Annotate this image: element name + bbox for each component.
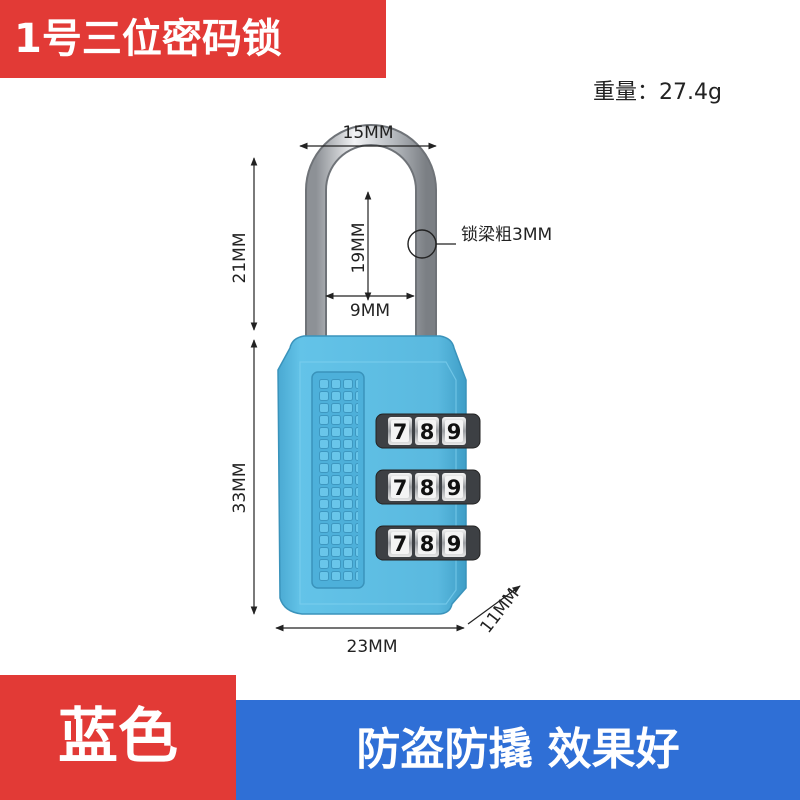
shackle-thickness-label: 锁梁粗3MM xyxy=(461,225,552,245)
dial-digit: 9 xyxy=(447,532,462,556)
dial-face xyxy=(445,532,463,554)
dial-digit: 9 xyxy=(447,420,462,444)
shackle xyxy=(305,124,437,345)
dial-face xyxy=(418,532,436,554)
dial-face xyxy=(418,476,436,498)
dial-digit: 8 xyxy=(420,532,435,556)
product-title-banner: 1号三位密码锁 xyxy=(0,0,386,78)
dial-digit: 8 xyxy=(420,420,435,444)
dial-face xyxy=(445,476,463,498)
dial-digit: 7 xyxy=(393,420,408,444)
slogan-text: 防盗防撬 效果好 xyxy=(356,724,680,775)
dial-digit: 7 xyxy=(393,532,408,556)
shackle-inner-height-label: 19MM xyxy=(349,223,369,274)
dial-digit: 7 xyxy=(393,476,408,500)
dial-digit: 8 xyxy=(420,476,435,500)
body-width-label: 23MM xyxy=(347,637,398,657)
weight-label: 重量：27.4g xyxy=(593,80,722,105)
color-name-label: 蓝色 xyxy=(0,675,236,800)
body-depth-label: 11MM xyxy=(476,585,523,637)
shackle-width-label: 15MM xyxy=(343,123,394,143)
body-height-label: 33MM xyxy=(230,463,250,514)
dial-face xyxy=(391,420,409,442)
dial-digit: 9 xyxy=(447,476,462,500)
dimension-annotations xyxy=(250,142,521,632)
dial-face xyxy=(445,420,463,442)
dial-face xyxy=(391,532,409,554)
shackle-inner-width-label: 9MM xyxy=(350,301,390,321)
dial-face xyxy=(391,476,409,498)
dial-face xyxy=(418,420,436,442)
shackle-total-height-label: 21MM xyxy=(230,233,250,284)
